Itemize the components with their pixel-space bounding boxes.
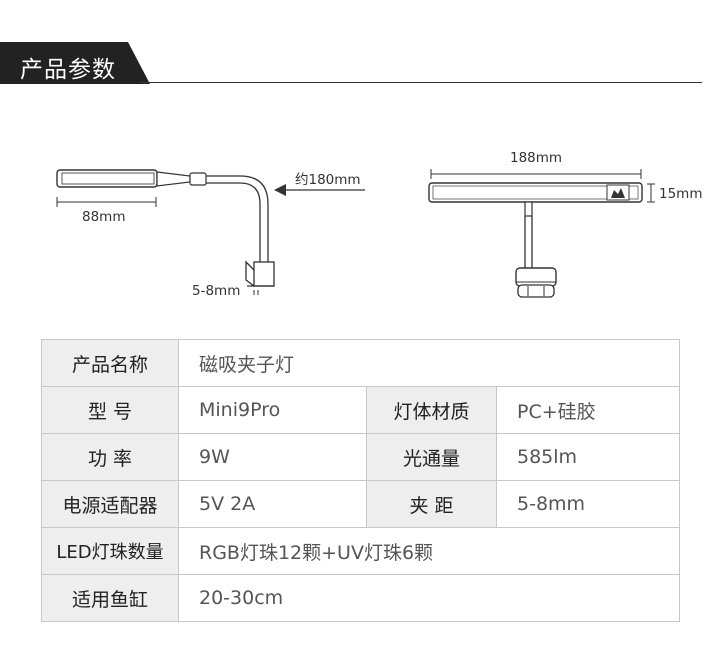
spec-key-adapter: 电源适配器 — [41, 480, 179, 528]
spec-key-leds: LED灯珠数量 — [41, 527, 179, 575]
clamp-side — [245, 260, 275, 295]
spec-key-name: 产品名称 — [41, 339, 179, 387]
width-dimension-line — [56, 197, 157, 207]
spec-value-tank: 20-30cm — [178, 574, 680, 622]
spec-value-model: Mini9Pro — [178, 386, 367, 434]
lamp-head-front — [428, 182, 643, 203]
spec-table: 产品名称 磁吸夹子灯 型 号 Mini9Pro 灯体材质 PC+硅胶 功 率 9… — [41, 339, 680, 622]
header-divider — [140, 82, 702, 83]
stem-front — [524, 201, 533, 268]
gooseneck-arm — [206, 175, 269, 262]
spec-value-leds: RGB灯珠12颗+UV灯珠6颗 — [178, 527, 680, 575]
spec-value-power: 9W — [178, 433, 367, 481]
front-width-label-188: 188mm — [510, 150, 563, 166]
spec-key-tank: 适用鱼缸 — [41, 574, 179, 622]
spec-key-model: 型 号 — [41, 386, 179, 434]
spec-value-clamp: 5-8mm — [496, 480, 680, 528]
length-arrow — [274, 184, 365, 196]
clamp-front — [515, 267, 557, 298]
spec-key-flux: 光通量 — [366, 433, 497, 481]
spec-key-clamp: 夹 距 — [366, 480, 497, 528]
spec-value-name: 磁吸夹子灯 — [178, 339, 680, 387]
table-row: LED灯珠数量 RGB灯珠12颗+UV灯珠6颗 — [41, 527, 680, 575]
width-label-88: 88mm — [82, 209, 126, 225]
front-view-diagram — [428, 169, 655, 298]
spec-value-material: PC+硅胶 — [496, 386, 680, 434]
table-row: 电源适配器 5V 2A 夹 距 5-8mm — [41, 480, 680, 528]
spec-value-adapter: 5V 2A — [178, 480, 367, 528]
section-header-tab — [0, 42, 150, 84]
front-width-dimension-line — [430, 169, 642, 179]
table-row: 产品名称 磁吸夹子灯 — [41, 339, 680, 387]
header-tab-shape — [0, 42, 150, 84]
front-height-label-15: 15mm — [659, 186, 703, 202]
clamp-label: 5-8mm — [192, 283, 241, 299]
table-row: 功 率 9W 光通量 585lm — [41, 433, 680, 481]
front-height-dimension-line — [647, 183, 655, 203]
spec-value-flux: 585lm — [496, 433, 680, 481]
table-row: 型 号 Mini9Pro 灯体材质 PC+硅胶 — [41, 386, 680, 434]
length-label-180: 约180mm — [295, 172, 361, 188]
side-view-diagram — [56, 169, 365, 295]
section-title: 产品参数 — [20, 57, 116, 83]
table-row: 适用鱼缸 20-30cm — [41, 574, 680, 622]
spec-key-power: 功 率 — [41, 433, 179, 481]
spec-key-material: 灯体材质 — [366, 386, 497, 434]
lamp-head-side — [56, 169, 207, 188]
